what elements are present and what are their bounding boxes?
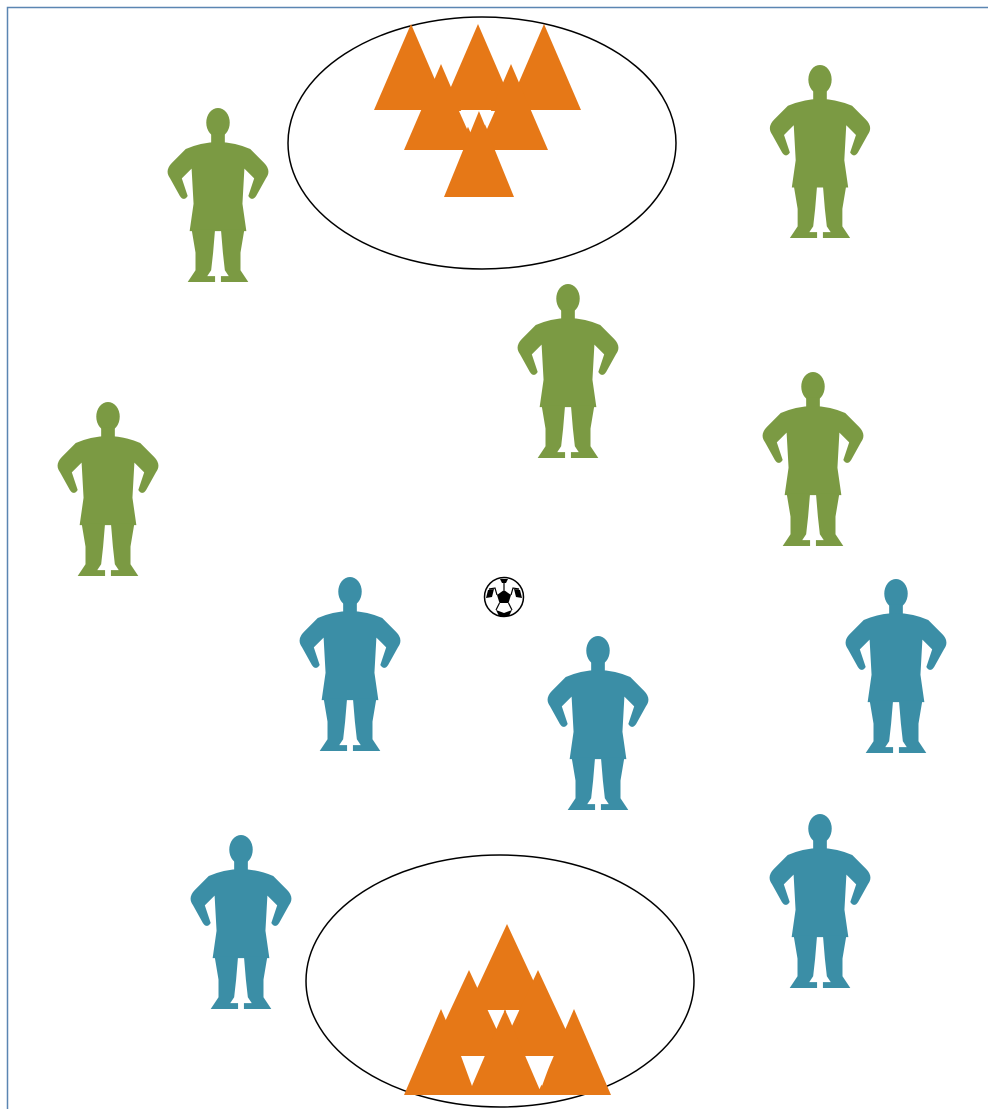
soccer-ball-icon (485, 578, 524, 617)
